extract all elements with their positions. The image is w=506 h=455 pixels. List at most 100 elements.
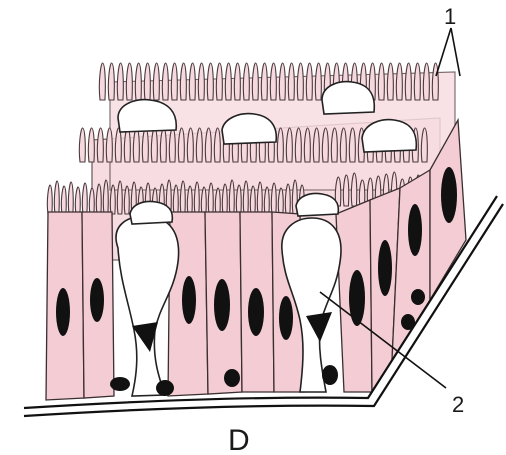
cilium	[178, 128, 184, 162]
cilium	[343, 175, 348, 206]
cilium	[214, 128, 220, 162]
cilium	[187, 186, 192, 214]
nucleus	[182, 276, 196, 324]
nucleus	[56, 288, 70, 336]
cilium	[351, 173, 356, 206]
cilium	[135, 63, 141, 100]
label-goblet-cell: 2	[452, 392, 464, 417]
cilium	[252, 63, 258, 100]
cilium	[421, 128, 427, 162]
basal-nucleus	[110, 377, 130, 391]
cilium	[297, 63, 303, 100]
nucleus	[441, 167, 457, 223]
cilium	[331, 128, 337, 162]
cilium	[198, 63, 204, 100]
cilium	[387, 63, 393, 100]
cilium	[208, 183, 213, 214]
cilium	[222, 184, 227, 214]
cilium	[117, 63, 123, 100]
cilium	[423, 63, 429, 100]
cilium	[106, 128, 112, 162]
cilium	[250, 186, 255, 214]
cilium	[108, 63, 114, 100]
cilium	[313, 128, 319, 162]
cilium	[236, 185, 241, 214]
cilium	[68, 182, 73, 214]
cilium	[234, 63, 240, 100]
cilium	[187, 128, 193, 162]
cilium	[126, 63, 132, 100]
cilium	[315, 63, 321, 100]
cilium	[196, 128, 202, 162]
cilium	[215, 188, 220, 214]
cilium	[216, 63, 222, 100]
cilium	[322, 128, 328, 162]
nucleus	[279, 296, 293, 340]
cilium	[124, 128, 130, 162]
cilium	[264, 187, 269, 214]
cilium	[432, 63, 438, 100]
basal-nucleus	[322, 365, 338, 385]
cilium	[169, 128, 175, 162]
cilium	[201, 187, 206, 214]
nucleus	[248, 288, 264, 336]
cilium	[117, 181, 122, 214]
basal-nucleus	[411, 289, 425, 305]
cilium	[261, 63, 267, 100]
cilium	[304, 128, 310, 162]
cilium	[61, 186, 66, 214]
cilium	[173, 185, 178, 214]
cilium	[205, 128, 211, 162]
nucleus	[90, 278, 104, 322]
cilium	[54, 181, 59, 214]
cilium	[396, 63, 402, 100]
cilium	[124, 186, 129, 214]
cilium	[295, 128, 301, 162]
cilium	[89, 188, 94, 214]
cilium	[243, 181, 248, 214]
cilium	[82, 183, 87, 214]
cilium	[180, 181, 185, 214]
cilium	[278, 188, 283, 214]
cilium	[243, 63, 249, 100]
cilium	[151, 128, 157, 162]
cilium	[271, 183, 276, 214]
cilium	[103, 180, 108, 214]
nucleus	[378, 240, 392, 296]
cilium	[257, 182, 262, 214]
cilium	[414, 63, 420, 100]
cilium	[133, 128, 139, 162]
cilium	[96, 184, 101, 214]
cilium	[207, 63, 213, 100]
cilium	[79, 128, 85, 162]
cilium	[162, 63, 168, 100]
cilium	[378, 63, 384, 100]
basal-nucleus	[156, 380, 174, 396]
cilium	[97, 128, 103, 162]
cilium	[115, 128, 121, 162]
cilium	[225, 63, 231, 100]
cilium	[47, 185, 52, 214]
cilium	[279, 63, 285, 100]
cilium	[306, 63, 312, 100]
label-cilia: 1	[444, 4, 456, 29]
cilium	[405, 63, 411, 100]
nucleus	[408, 204, 422, 256]
nucleus	[349, 270, 365, 326]
cilium	[349, 128, 355, 162]
cilium	[171, 63, 177, 100]
cilium	[270, 63, 276, 100]
cilium	[229, 180, 234, 214]
nucleus	[214, 279, 230, 331]
cilium	[285, 184, 290, 214]
cilium	[286, 128, 292, 162]
label-basement-membrane: D	[228, 424, 250, 455]
cilium	[288, 63, 294, 100]
cilium	[153, 63, 159, 100]
cilium	[110, 185, 115, 214]
cilium	[88, 128, 94, 162]
cilium	[277, 128, 283, 162]
cilium	[160, 128, 166, 162]
cilium	[189, 63, 195, 100]
